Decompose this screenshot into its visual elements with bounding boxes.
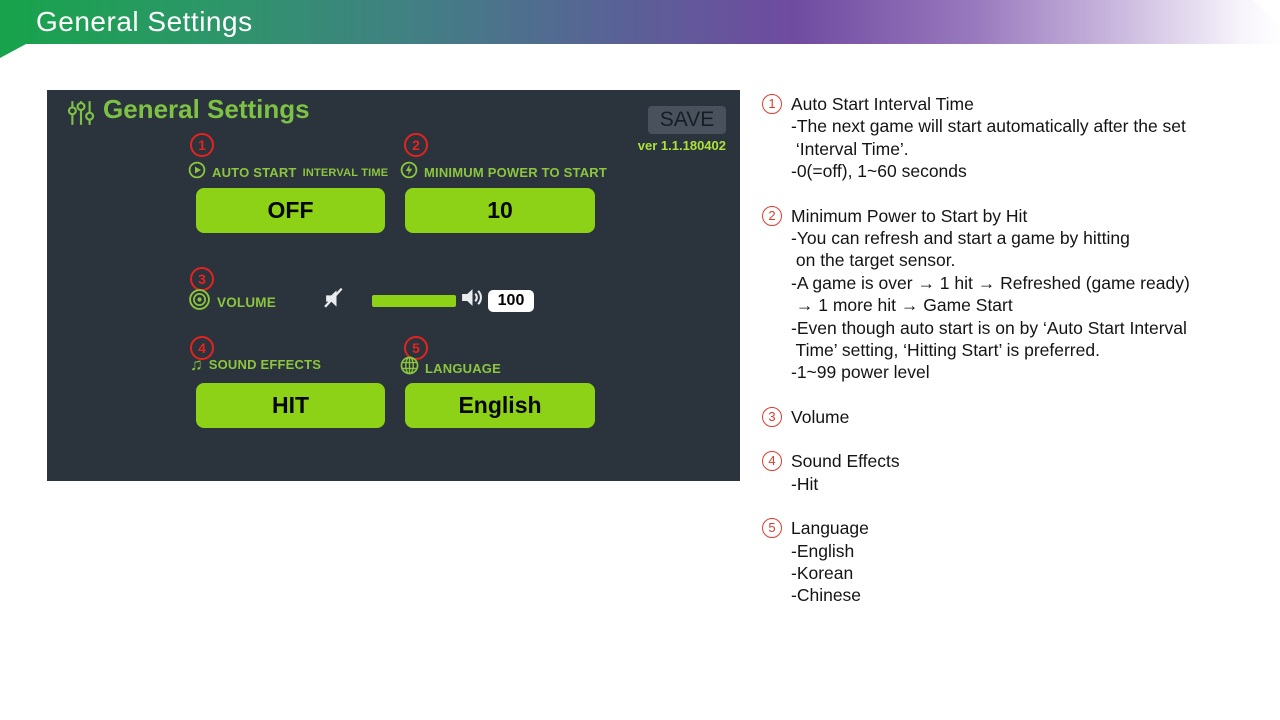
volume-label: VOLUME [188,288,276,316]
note-language: 5 Language -English -Korean -Chinese [762,517,1267,607]
note-line: -Even though auto start is on by ‘Auto S… [791,317,1187,338]
note-min-power: 2 Minimum Power to Start by Hit -You can… [762,205,1267,384]
min-power-value-button[interactable]: 10 [405,188,595,233]
target-icon [188,288,211,316]
note-volume: 3 Volume [762,406,1267,428]
globe-icon [400,356,419,380]
mute-icon[interactable] [323,286,350,316]
note-line: -You can refresh and start a game by hit… [791,228,1130,249]
sound-effects-value-button[interactable]: HIT [196,383,385,428]
note-line: -0(=off), 1~60 seconds [791,161,967,182]
note-line: -A game is over → 1 hit → Refreshed (gam… [791,272,1190,293]
note-line: -Korean [791,562,854,583]
note-title: Sound Effects [791,451,900,472]
language-value-button[interactable]: English [405,383,595,428]
badge-5: 5 [404,336,428,360]
note-number-badge: 2 [762,205,782,226]
note-line: → 1 more hit → Game Start [791,295,1013,316]
note-title: Minimum Power to Start by Hit [791,205,1028,226]
note-title: Language [791,518,869,539]
volume-slider[interactable] [372,295,456,307]
panel-title: General Settings [103,94,310,124]
note-line: on the target sensor. [791,250,956,271]
note-line: -English [791,540,855,561]
badge-1: 1 [190,133,214,157]
auto-start-label: AUTO START INTERVAL TIME [188,161,388,184]
note-line: -The next game will start automatically … [791,116,1186,137]
settings-panel: General Settings SAVE ver 1.1.180402 1 2… [47,90,740,481]
page-header: General Settings [0,0,1280,58]
note-number-badge: 4 [762,451,782,472]
lightning-icon [400,161,418,184]
volume-value-box[interactable]: 100 [488,290,534,312]
badge-4: 4 [190,336,214,360]
note-line: -Hit [791,473,819,494]
badge-2: 2 [404,133,428,157]
note-number-badge: 3 [762,407,782,428]
play-icon [188,161,206,184]
note-title: Volume [791,406,850,427]
note-sound-effects: 4 Sound Effects -Hit [762,450,1267,495]
sliders-icon [67,99,95,132]
sound-effects-label: ♫ SOUND EFFECTS [190,355,322,374]
note-line: Time’ setting, ‘Hitting Start’ is prefer… [791,340,1100,361]
speaker-icon[interactable] [460,285,485,315]
version-label: ver 1.1.180402 [637,138,726,153]
note-auto-start: 1 Auto Start Interval Time -The next gam… [762,93,1267,183]
note-title: Auto Start Interval Time [791,94,974,114]
note-line: ‘Interval Time’. [791,138,909,159]
language-label: LANGUAGE [400,356,501,380]
page-title: General Settings [36,6,253,37]
notes-column: 1 Auto Start Interval Time -The next gam… [762,93,1267,629]
min-power-label: MINIMUM POWER TO START [400,161,607,184]
auto-start-value-button[interactable]: OFF [196,188,385,233]
note-line: -Chinese [791,585,862,606]
note-number-badge: 1 [762,94,782,115]
note-line: -1~99 power level [791,362,930,383]
music-note-icon: ♫ [190,355,203,374]
save-button[interactable]: SAVE [648,106,726,134]
note-number-badge: 5 [762,518,782,539]
